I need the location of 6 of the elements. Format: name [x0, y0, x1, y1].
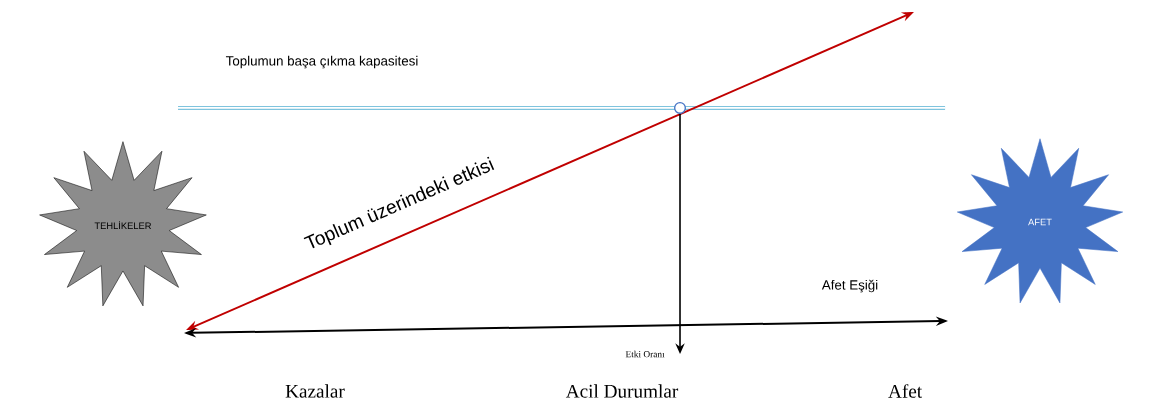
text-label: Kazalar [285, 384, 345, 398]
text-label: Toplumun başa çıkma kapasitesi [225, 55, 418, 69]
text-label: Afet Eşiği [821, 279, 878, 293]
text-label: Acil Durumlar [565, 384, 679, 398]
text-label: Afet [888, 384, 922, 398]
axis-label: Etki Oranı [625, 350, 665, 358]
